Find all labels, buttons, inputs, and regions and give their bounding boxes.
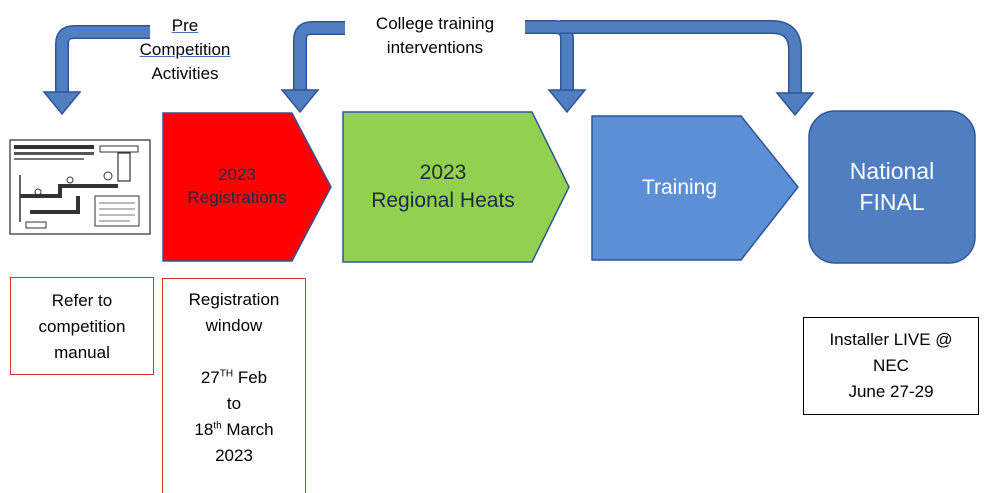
registration-window-note: Registration window 27TH Feb to 18th Mar… — [162, 278, 306, 493]
national-final-stage-shape — [808, 110, 976, 264]
regional-heats-year: 2023 — [419, 160, 467, 184]
installer-line2: NEC — [873, 356, 909, 375]
manual-note-line1: Refer to — [51, 291, 113, 310]
college-training-line1: College training — [375, 14, 495, 33]
regional-heats-stage-label: 2023 Regional Heats — [343, 112, 543, 262]
installer-line3: June 27-29 — [848, 382, 934, 401]
registration-end-date: 18th March — [194, 420, 274, 439]
registrations-stage-shape — [162, 112, 332, 262]
college-training-label: College training interventions — [345, 12, 525, 60]
college-training-arrow-final — [560, 20, 815, 117]
registrations-title: Registrations — [187, 188, 287, 207]
installer-line1: Installer LIVE @ — [829, 330, 953, 349]
installer-live-note: Installer LIVE @ NEC June 27-29 — [803, 317, 979, 415]
registration-window-line1: Registration — [188, 290, 280, 309]
registrations-stage-label: 2023 Registrations — [163, 113, 311, 261]
pre-competition-line3: Activities — [151, 64, 219, 83]
registration-year: 2023 — [215, 446, 253, 465]
regional-heats-title: Regional Heats — [371, 189, 515, 212]
pre-competition-line2: Competition — [139, 40, 231, 59]
college-training-arrow-training — [525, 20, 587, 114]
registration-to: to — [226, 394, 242, 413]
registration-window-line2: window — [205, 316, 263, 335]
training-title: Training — [641, 175, 718, 199]
pre-competition-label: Pre Competition Activities — [110, 14, 260, 86]
national-final-stage-label: National FINAL — [809, 111, 975, 263]
pre-competition-line1: Pre — [171, 16, 199, 35]
college-training-line2: interventions — [386, 38, 484, 57]
college-training-arrow-left — [280, 21, 345, 114]
pre-competition-arrow — [42, 25, 150, 116]
competition-manual-thumbnail — [9, 139, 151, 235]
registrations-year: 2023 — [218, 165, 256, 185]
competition-manual-note: Refer to competition manual — [10, 277, 154, 375]
registration-start-date: 27TH Feb — [200, 368, 268, 387]
manual-note-line2: competition — [38, 317, 126, 336]
regional-heats-stage-shape — [342, 111, 570, 263]
manual-note-line3: manual — [54, 343, 110, 362]
training-stage-label: Training — [592, 116, 767, 260]
training-stage-shape — [591, 115, 799, 261]
national-final-line1: National — [849, 157, 935, 184]
national-final-line2: FINAL — [859, 189, 925, 215]
